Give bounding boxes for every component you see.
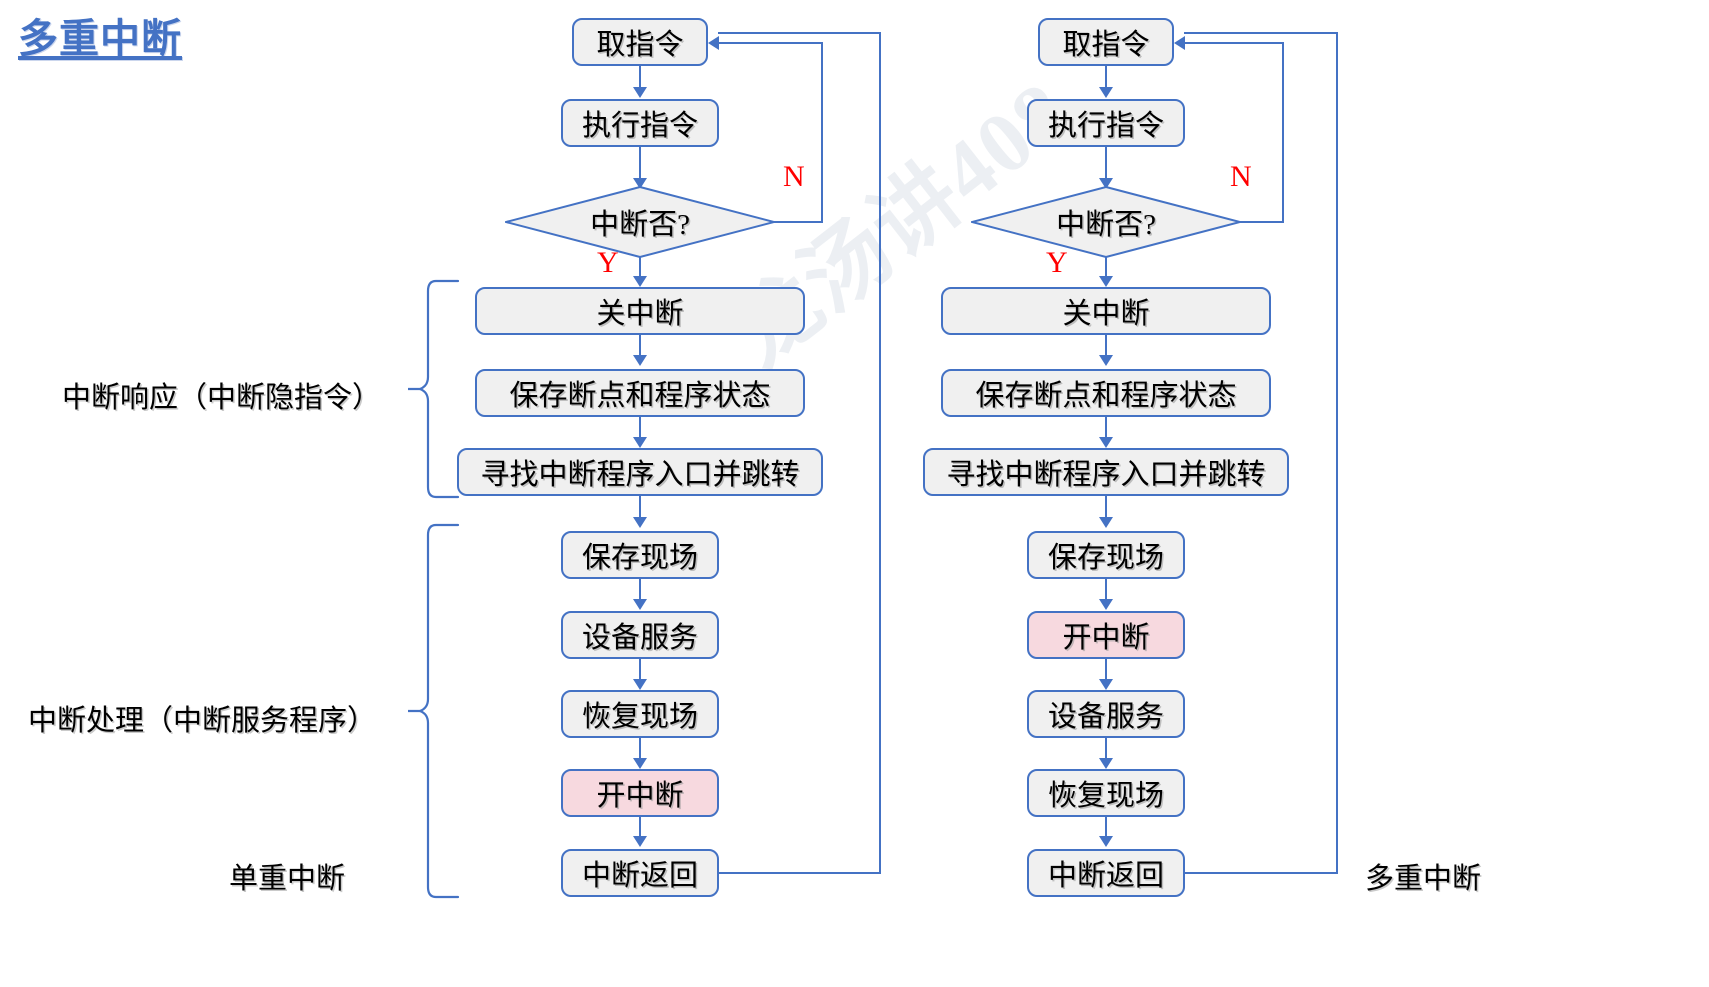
- right-arrow-exec-decision: [1099, 178, 1113, 189]
- right-edge-9-10: [1105, 817, 1107, 839]
- left-edge-9-10: [639, 817, 641, 839]
- right-node-save-breakpoint[interactable]: 保存断点和程序状态: [941, 369, 1271, 417]
- right-arrow-9-10: [1099, 836, 1113, 847]
- left-node-execute[interactable]: 执行指令: [561, 99, 719, 147]
- left-node-disable-interrupt[interactable]: 关中断: [475, 287, 805, 335]
- left-edge-yes: [639, 257, 641, 280]
- right-edge-return-v: [1336, 32, 1338, 874]
- right-node-execute[interactable]: 执行指令: [1027, 99, 1185, 147]
- brace-interrupt-handling: [408, 522, 464, 900]
- left-edge-no-h2: [718, 42, 823, 44]
- right-edge-no-h1: [1239, 221, 1284, 223]
- left-arrow-exec-decision: [633, 178, 647, 189]
- left-arrow-3-4: [633, 355, 647, 366]
- right-arrow-4-5: [1099, 437, 1113, 448]
- left-edge-return-h: [719, 872, 881, 874]
- right-edge-3-4: [1105, 335, 1107, 358]
- left-edge-7-8: [639, 659, 641, 682]
- right-node-disable-interrupt[interactable]: 关中断: [941, 287, 1271, 335]
- left-node-save-breakpoint[interactable]: 保存断点和程序状态: [475, 369, 805, 417]
- page-title: 多重中断: [18, 16, 182, 61]
- left-arrow-fetch-exec: [633, 87, 647, 98]
- right-arrow-no: [1174, 36, 1185, 50]
- left-edge-return-h2: [718, 32, 881, 34]
- right-node-device-service[interactable]: 设备服务: [1027, 690, 1185, 738]
- right-arrow-3-4: [1099, 355, 1113, 366]
- left-node-fetch[interactable]: 取指令: [572, 18, 708, 66]
- left-arrow-6-7: [633, 599, 647, 610]
- left-edge-3-4: [639, 335, 641, 358]
- left-node-device-service[interactable]: 设备服务: [561, 611, 719, 659]
- left-node-restore-context[interactable]: 恢复现场: [561, 690, 719, 738]
- right-arrow-fetch-exec: [1099, 87, 1113, 98]
- label-interrupt-handling: 中断处理（中断服务程序）: [28, 705, 377, 737]
- left-node-enable-interrupt[interactable]: 开中断: [561, 769, 719, 817]
- left-node-decision[interactable]: 中断否?: [505, 186, 775, 258]
- right-edge-no-v: [1282, 42, 1284, 223]
- right-node-save-context[interactable]: 保存现场: [1027, 531, 1185, 579]
- left-node-interrupt-return[interactable]: 中断返回: [561, 849, 719, 897]
- right-edge-8-9: [1105, 738, 1107, 761]
- right-edge-6-7: [1105, 579, 1107, 602]
- right-arrow-yes: [1099, 276, 1113, 287]
- brace-interrupt-response: [408, 278, 464, 500]
- right-branch-no: N: [1230, 160, 1252, 193]
- left-arrow-4-5: [633, 437, 647, 448]
- right-arrow-8-9: [1099, 758, 1113, 769]
- right-node-enable-interrupt[interactable]: 开中断: [1027, 611, 1185, 659]
- left-edge-exec-decision: [639, 147, 641, 183]
- left-edge-5-6: [639, 496, 641, 520]
- left-arrow-7-8: [633, 679, 647, 690]
- right-edge-no-h2: [1184, 42, 1284, 44]
- left-decision-label: 中断否?: [590, 209, 690, 241]
- left-edge-no-h1: [773, 221, 823, 223]
- left-branch-no: N: [783, 160, 805, 193]
- left-edge-4-5: [639, 417, 641, 440]
- left-edge-6-7: [639, 579, 641, 602]
- right-node-decision[interactable]: 中断否?: [971, 186, 1241, 258]
- left-edge-return-v: [879, 32, 881, 874]
- left-arrow-5-6: [633, 517, 647, 528]
- right-edge-return-h2: [1184, 32, 1338, 34]
- right-edge-exec-decision: [1105, 147, 1107, 183]
- left-edge-fetch-exec: [639, 66, 641, 90]
- left-arrow-no: [708, 36, 719, 50]
- right-edge-5-6: [1105, 496, 1107, 520]
- left-node-save-context[interactable]: 保存现场: [561, 531, 719, 579]
- right-node-find-entry[interactable]: 寻找中断程序入口并跳转: [923, 448, 1289, 496]
- right-edge-7-8: [1105, 659, 1107, 682]
- right-edge-yes: [1105, 257, 1107, 280]
- left-edge-no-v: [821, 42, 823, 223]
- right-arrow-7-8: [1099, 679, 1113, 690]
- left-edge-8-9: [639, 738, 641, 761]
- right-edge-4-5: [1105, 417, 1107, 440]
- right-edge-fetch-exec: [1105, 66, 1107, 90]
- right-node-interrupt-return[interactable]: 中断返回: [1027, 849, 1185, 897]
- left-arrow-yes: [633, 276, 647, 287]
- right-branch-yes: Y: [1046, 246, 1068, 279]
- right-node-fetch[interactable]: 取指令: [1038, 18, 1174, 66]
- caption-single-interrupt: 单重中断: [229, 863, 346, 895]
- right-arrow-5-6: [1099, 517, 1113, 528]
- left-branch-yes: Y: [597, 246, 619, 279]
- left-arrow-9-10: [633, 836, 647, 847]
- left-arrow-8-9: [633, 758, 647, 769]
- right-arrow-6-7: [1099, 599, 1113, 610]
- right-edge-return-h: [1185, 872, 1338, 874]
- left-node-find-entry[interactable]: 寻找中断程序入口并跳转: [457, 448, 823, 496]
- right-decision-label: 中断否?: [1056, 209, 1156, 241]
- caption-multiple-interrupt: 多重中断: [1365, 863, 1482, 895]
- right-node-restore-context[interactable]: 恢复现场: [1027, 769, 1185, 817]
- label-interrupt-response: 中断响应（中断隐指令）: [62, 382, 382, 414]
